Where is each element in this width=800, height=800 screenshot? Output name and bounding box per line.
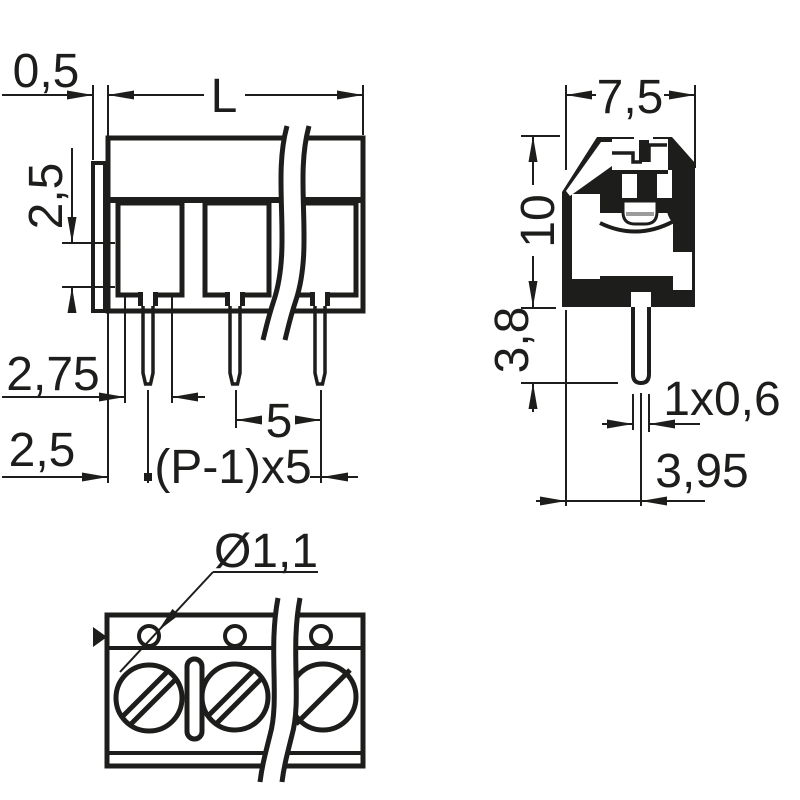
dimension-arrowhead xyxy=(649,419,675,429)
dim-label-hole-diameter: Ø1,1 xyxy=(214,525,318,578)
dimension-arrowhead xyxy=(108,90,134,100)
front-pin-notches xyxy=(143,288,325,306)
front-break-line-2 xyxy=(282,125,312,341)
dim-label-flange: 0,5 xyxy=(13,45,80,98)
dim-label-height: 10 xyxy=(512,194,565,247)
dimension-arrowhead xyxy=(607,419,633,429)
dim-label-pitch: 5 xyxy=(266,395,293,448)
dimension-arrowhead xyxy=(566,90,592,100)
partition-rib xyxy=(184,656,205,742)
front-flange xyxy=(91,161,107,313)
dimension-arrowhead xyxy=(641,496,667,506)
dimension-arrowhead xyxy=(528,281,538,307)
clamp-arc xyxy=(599,219,675,234)
screw-head-1 xyxy=(113,662,185,734)
dim-origin-dot xyxy=(144,473,152,481)
screw-slots xyxy=(120,668,352,727)
screw-head-2 xyxy=(199,661,271,733)
dimension-arrowhead xyxy=(236,415,262,425)
dimension-arrowhead xyxy=(67,90,93,100)
dimension-labels: 0,5 L 2,5 2,75 5 2,5 (P-1)x5 7,5 10 3,8 … xyxy=(6,45,780,578)
dimension-arrowhead xyxy=(99,392,125,402)
dimension-arrowhead xyxy=(82,472,108,482)
dimension-arrowhead xyxy=(528,383,538,409)
top-break-line-2 xyxy=(279,597,303,783)
wire-hole-3 xyxy=(309,624,333,648)
dim-label-pin-length: 3,8 xyxy=(486,307,539,374)
dim-label-width: 7,5 xyxy=(597,71,664,124)
dimension-arrowhead xyxy=(540,496,566,506)
dim-label-length: L xyxy=(211,70,238,123)
side-pin xyxy=(631,300,651,386)
dim-label-clamp-height: 2,5 xyxy=(20,163,73,230)
dim-label-total-pitch: (P-1)x5 xyxy=(154,441,311,494)
dimension-arrowheads xyxy=(67,90,695,631)
screw-slot-tab xyxy=(639,140,649,162)
front-break-line-1 xyxy=(260,125,290,341)
dimension-arrowhead xyxy=(322,472,348,482)
wire-hole-1 xyxy=(137,624,161,648)
dimension-arrowhead xyxy=(337,90,363,100)
dimension-arrowhead xyxy=(158,608,180,631)
front-window-1 xyxy=(115,200,185,298)
pin1-marker xyxy=(93,627,107,647)
front-view xyxy=(91,125,366,386)
dimension-arrowhead xyxy=(67,287,77,313)
front-window-2 xyxy=(202,200,272,298)
dimension-arrowhead xyxy=(528,136,538,162)
dimension-arrowhead xyxy=(669,90,695,100)
dim-label-pin-offset: 3,95 xyxy=(655,445,748,498)
dim-label-edge-to-pin: 2,5 xyxy=(9,424,76,477)
side-view xyxy=(562,131,695,386)
dimension-arrowhead xyxy=(67,217,77,243)
top-view xyxy=(93,571,366,783)
clamp-hook xyxy=(666,198,679,225)
dimension-arrowhead xyxy=(172,392,198,402)
wire-hole-2 xyxy=(223,624,247,648)
top-body xyxy=(104,612,366,769)
top-break-line-1 xyxy=(257,597,281,783)
dimension-arrowhead xyxy=(295,415,321,425)
side-cutouts xyxy=(566,139,692,307)
dim-label-pin-window: 2,75 xyxy=(6,348,99,401)
front-body xyxy=(105,135,366,314)
dim-label-pin-cross-section: 1x0,6 xyxy=(663,373,780,426)
